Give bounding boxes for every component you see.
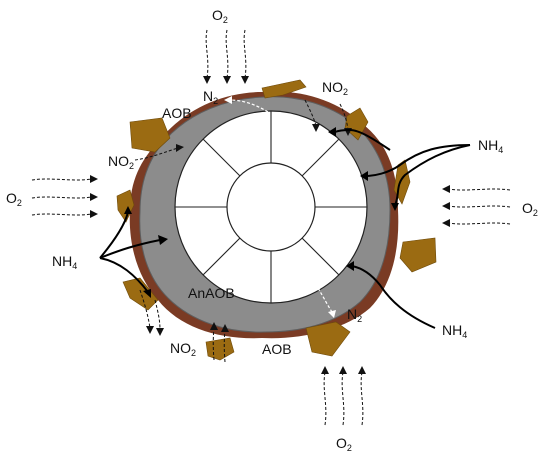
no2-arrow xyxy=(304,99,317,127)
o2-arrow xyxy=(225,29,229,79)
floc-particle xyxy=(344,107,369,141)
arrowhead xyxy=(203,76,211,84)
label-nh4-right-top: NH4 xyxy=(478,137,503,155)
arrowhead xyxy=(358,366,366,374)
arrowhead xyxy=(312,124,320,132)
floc-particle xyxy=(129,117,171,153)
o2-arrow xyxy=(360,371,364,426)
arrowhead xyxy=(328,127,336,137)
no2-arrows-bottom xyxy=(139,289,226,363)
arrowhead xyxy=(210,322,218,330)
no2-arrow xyxy=(154,299,161,331)
o2-top-arrowheads xyxy=(203,76,249,84)
arrowhead xyxy=(442,202,450,210)
arrowhead xyxy=(442,219,450,227)
arrowhead xyxy=(321,366,329,374)
o2-arrow xyxy=(31,196,93,199)
arrowhead xyxy=(143,289,151,298)
label-o2-bottom: O2 xyxy=(336,435,352,453)
arrowhead xyxy=(339,366,347,374)
label-o2-left: O2 xyxy=(6,190,22,208)
no2-arrow xyxy=(139,289,151,329)
o2-arrow xyxy=(447,205,511,208)
o2-arrow xyxy=(243,29,247,79)
arrowhead xyxy=(156,328,164,336)
label-no2-top: NO2 xyxy=(322,79,348,97)
nh4-arrowheads xyxy=(124,127,399,298)
no2-arrows-top xyxy=(304,99,349,131)
o2-right-arrowheads xyxy=(442,185,450,227)
floc-particle xyxy=(399,237,437,273)
n2-arrow-bottom xyxy=(317,287,333,313)
nh4-arrows xyxy=(99,128,471,329)
nh4-arrow xyxy=(394,144,471,206)
label-nh4-left: NH4 xyxy=(52,253,77,271)
floc-particle xyxy=(261,79,307,99)
o2-bottom-arrowheads xyxy=(321,366,366,374)
arrowhead xyxy=(146,326,154,334)
floc-particles xyxy=(116,79,437,361)
o2-arrow xyxy=(31,178,93,181)
label-aob-bottom: AOB xyxy=(262,341,292,357)
no2-arrow-left xyxy=(134,147,179,161)
o2-arrow xyxy=(31,213,93,216)
label-o2-right: O2 xyxy=(522,200,538,218)
arrowhead xyxy=(221,324,229,332)
o2-right-arrows xyxy=(447,188,511,225)
arrowhead xyxy=(124,206,132,214)
o2-arrow xyxy=(323,371,327,426)
label-n2-top: N2 xyxy=(203,88,218,106)
floc-particle xyxy=(205,337,235,361)
label-no2-left: NO2 xyxy=(108,153,134,171)
arrowhead xyxy=(328,310,336,318)
arrowhead xyxy=(442,185,450,193)
arrowhead xyxy=(346,261,354,271)
arrowhead xyxy=(360,171,368,181)
o2-arrow xyxy=(341,371,345,426)
floc-particle xyxy=(305,321,351,357)
arrowhead xyxy=(90,175,98,183)
arrowhead xyxy=(90,193,98,201)
o2-left-arrows xyxy=(31,178,93,216)
label-no2-bottom: NO2 xyxy=(170,340,196,358)
no2-arrow xyxy=(339,103,349,131)
label-anaob: AnAOB xyxy=(188,285,235,301)
arrowhead xyxy=(176,144,184,152)
arrowhead xyxy=(158,235,168,245)
no2-arrow xyxy=(212,327,215,361)
label-o2-top: O2 xyxy=(212,7,228,25)
arrowhead xyxy=(391,203,399,211)
carrier-spokes xyxy=(175,111,367,303)
label-aob-top: AOB xyxy=(162,105,192,121)
nh4-arrow xyxy=(99,239,161,259)
arrowhead xyxy=(223,76,231,84)
n2-arrow-top xyxy=(229,99,269,113)
arrowhead xyxy=(224,96,232,104)
nh4-arrow xyxy=(99,257,149,293)
nh4-arrow xyxy=(99,211,129,259)
label-n2-bottom: N2 xyxy=(347,306,362,324)
o2-left-arrowheads xyxy=(90,175,98,218)
no2-arrow xyxy=(223,329,226,363)
o2-top-arrows xyxy=(205,29,247,79)
o2-arrow xyxy=(447,222,511,225)
label-nh4-right-bottom: NH4 xyxy=(442,322,467,340)
o2-arrow xyxy=(447,188,511,191)
nh4-arrow xyxy=(351,265,436,329)
arrowhead xyxy=(90,210,98,218)
arrowhead xyxy=(241,76,249,84)
nh4-arrow xyxy=(334,128,391,151)
o2-bottom-arrows xyxy=(323,371,364,426)
nh4-arrow xyxy=(367,144,471,177)
o2-arrow xyxy=(205,29,209,79)
carrier-inner-hub xyxy=(226,162,316,252)
